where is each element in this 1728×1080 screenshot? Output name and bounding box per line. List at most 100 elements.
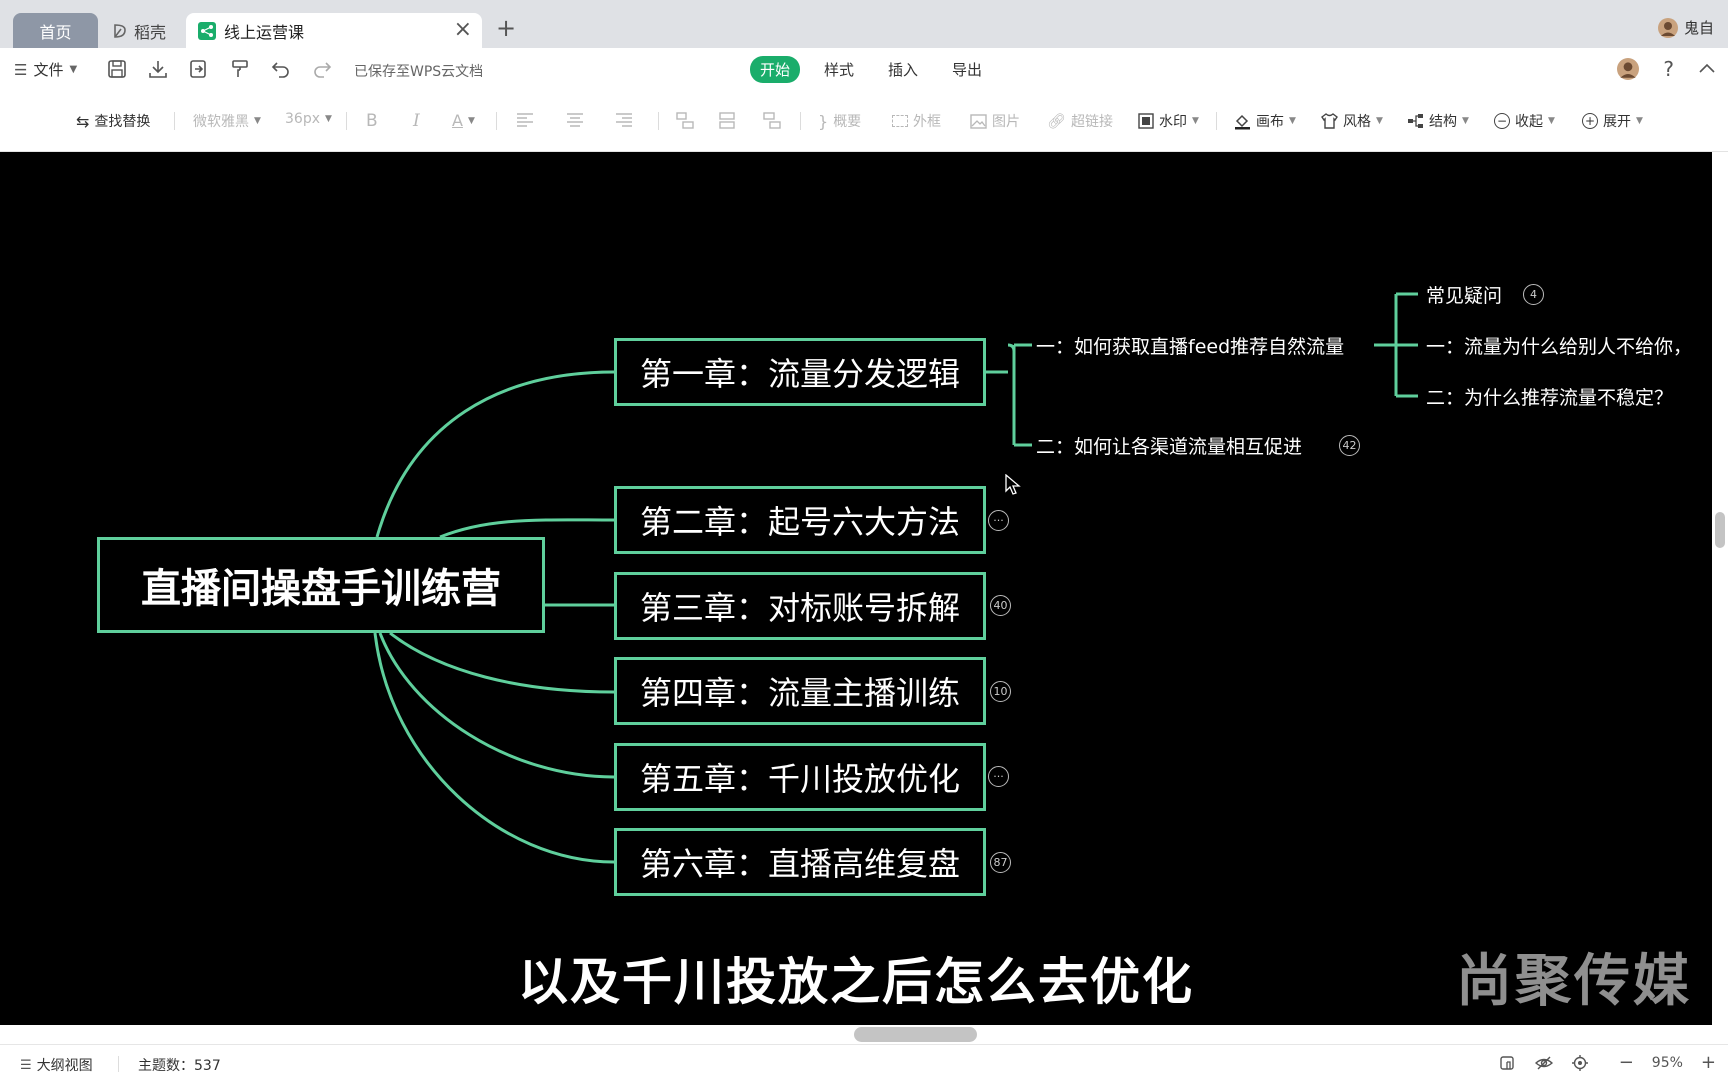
help-icon[interactable]: ? [1663,57,1674,81]
insert-child-icon[interactable] [718,111,736,129]
font-family-select[interactable]: 微软雅黑 ▼ [193,111,261,131]
collapsed-indicator[interactable]: ··· [988,510,1009,531]
frame-label: 外框 [913,114,941,130]
summary-icon: } [818,111,829,131]
download-icon[interactable] [148,59,168,79]
font-size-select[interactable]: 36px ▼ [285,111,332,127]
hyperlink-button[interactable]: 🔗︎ 超链接 [1047,111,1113,131]
ribbon-tabs: 开始 样式 插入 导出 [750,56,992,83]
save-icon[interactable] [107,59,127,79]
summary-button[interactable]: } 概要 [818,111,861,131]
structure-button[interactable]: 结构 ▼ [1407,111,1469,131]
avatar[interactable] [1617,58,1640,80]
export-icon[interactable] [188,59,208,79]
hide-eye-icon[interactable] [1534,1054,1553,1072]
zoom-out-button[interactable]: − [1618,1052,1634,1073]
vertical-scrollbar-thumb[interactable] [1715,512,1725,548]
redo-icon[interactable] [312,59,332,79]
zoom-in-button[interactable]: + [1700,1052,1716,1073]
chapter-label: 第三章：对标账号拆解 [639,589,960,627]
format-painter-icon[interactable] [230,59,250,79]
mindmap-root-node[interactable]: 直播间操盘手训练营 [97,537,545,633]
font-family-value: 微软雅黑 [193,114,249,130]
image-icon [970,113,987,129]
outline-view-label: 大纲视图 [36,1058,93,1074]
chapter-label: 第一章：流量分发逻辑 [639,355,960,393]
watermark-button[interactable]: 水印 ▼ [1138,111,1199,131]
file-menu-label: 文件 [33,61,64,79]
child-count-badge[interactable]: 87 [990,852,1011,873]
collapse-button[interactable]: − 收起 ▼ [1494,111,1555,131]
child-count-badge[interactable]: 40 [990,595,1011,616]
chapter-node-2[interactable]: 第二章：起号六大方法 [614,486,986,554]
chapter-node-3[interactable]: 第三章：对标账号拆解 [614,572,986,640]
brand-watermark: 尚聚传媒 [1456,949,1692,1014]
tab-home[interactable]: 首页 [13,13,98,48]
outline-view-button[interactable]: ☰ 大纲视图 [20,1055,93,1075]
subtopic-node[interactable]: 一：如何获取直播feed推荐自然流量 [1036,336,1345,358]
status-bar: ☰ 大纲视图 主题数：537 − 95% + [0,1044,1728,1080]
tab-start[interactable]: 开始 [750,56,801,83]
canvas-label: 画布 [1256,114,1284,130]
chevron-up-icon[interactable] [1698,60,1716,78]
image-button[interactable]: 图片 [970,111,1020,131]
chapter-node-4[interactable]: 第四章：流量主播训练 [614,657,986,725]
gesture-icon[interactable] [1499,1054,1517,1072]
child-count-badge[interactable]: 10 [990,681,1011,702]
topic-count: 主题数：537 [138,1058,221,1074]
align-center-icon[interactable] [566,111,584,129]
watermark-icon [1138,113,1154,129]
chevron-down-icon: ▼ [254,116,261,126]
chapter-node-5[interactable]: 第五章：千川投放优化 [614,743,986,811]
tab-style[interactable]: 样式 [824,61,855,79]
status-right-controls: − 95% + [1499,1052,1716,1073]
locate-icon[interactable] [1571,1054,1589,1072]
tab-daoke-label: 稻壳 [134,22,167,42]
link-icon: 🔗︎ [1047,112,1067,130]
subtopic-node[interactable]: 常见疑问 [1426,285,1503,307]
insert-sibling-after-icon[interactable] [763,111,781,129]
child-count-badge[interactable]: 4 [1523,284,1544,305]
chapter-node-6[interactable]: 第六章：直播高维复盘 [614,828,986,896]
align-left-icon[interactable] [516,111,534,129]
chapter-label: 第六章：直播高维复盘 [639,845,960,883]
undo-icon[interactable] [271,59,291,79]
collapsed-indicator[interactable]: ··· [988,766,1009,787]
expand-button[interactable]: + 展开 ▼ [1582,111,1643,131]
chapter-label: 第五章：千川投放优化 [639,760,960,798]
frame-icon [892,115,908,127]
bold-button[interactable]: B [366,111,378,131]
collapse-icon: − [1494,113,1510,129]
subtopic-node[interactable]: 二：如何让各渠道流量相互促进 [1036,436,1303,458]
subtopic-node[interactable]: 二：为什么推荐流量不稳定？ [1426,387,1674,409]
mindmap-canvas[interactable]: 直播间操盘手训练营 第一章：流量分发逻辑 第二章：起号六大方法 第三章：对标账号… [0,152,1712,1025]
font-color-button[interactable]: A ▼ [452,111,475,130]
insert-sibling-before-icon[interactable] [676,111,694,129]
frame-button[interactable]: 外框 [892,111,941,131]
new-tab-icon[interactable]: + [496,14,517,42]
italic-button[interactable]: I [413,111,420,131]
chapter-label: 第二章：起号六大方法 [639,503,960,541]
close-tab-icon[interactable]: × [453,17,472,42]
horizontal-scrollbar-thumb[interactable] [854,1027,977,1042]
find-replace-button[interactable]: ⇆ 查找替换 [76,111,150,131]
tab-document[interactable]: 线上运营课 × [186,13,482,48]
child-count-badge[interactable]: 42 [1339,435,1360,456]
user-account[interactable]: 鬼自 [1657,17,1714,38]
chapter-label: 第四章：流量主播训练 [639,674,960,712]
chevron-down-icon: ▼ [1289,116,1296,126]
font-color-icon: A [452,111,463,130]
vertical-scrollbar[interactable] [1712,152,1728,1025]
tab-export[interactable]: 导出 [952,61,983,79]
align-right-icon[interactable] [615,111,633,129]
subtopic-node[interactable]: 一：流量为什么给别人不给你， [1426,336,1693,358]
tab-daoke[interactable]: 稻壳 [106,13,182,48]
main-toolbar: ☰ 文件 ▼ 已保存至WPS云文档 开始 样式 插入 导出 ? [0,48,1728,90]
chapter-node-1[interactable]: 第一章：流量分发逻辑 [614,338,986,406]
list-icon: ☰ [20,1057,32,1073]
style-theme-button[interactable]: 风格 ▼ [1321,111,1383,131]
hyperlink-label: 超链接 [1071,114,1114,130]
tab-insert[interactable]: 插入 [888,61,919,79]
canvas-button[interactable]: 画布 ▼ [1234,111,1296,131]
file-menu-button[interactable]: ☰ 文件 ▼ [14,59,77,80]
